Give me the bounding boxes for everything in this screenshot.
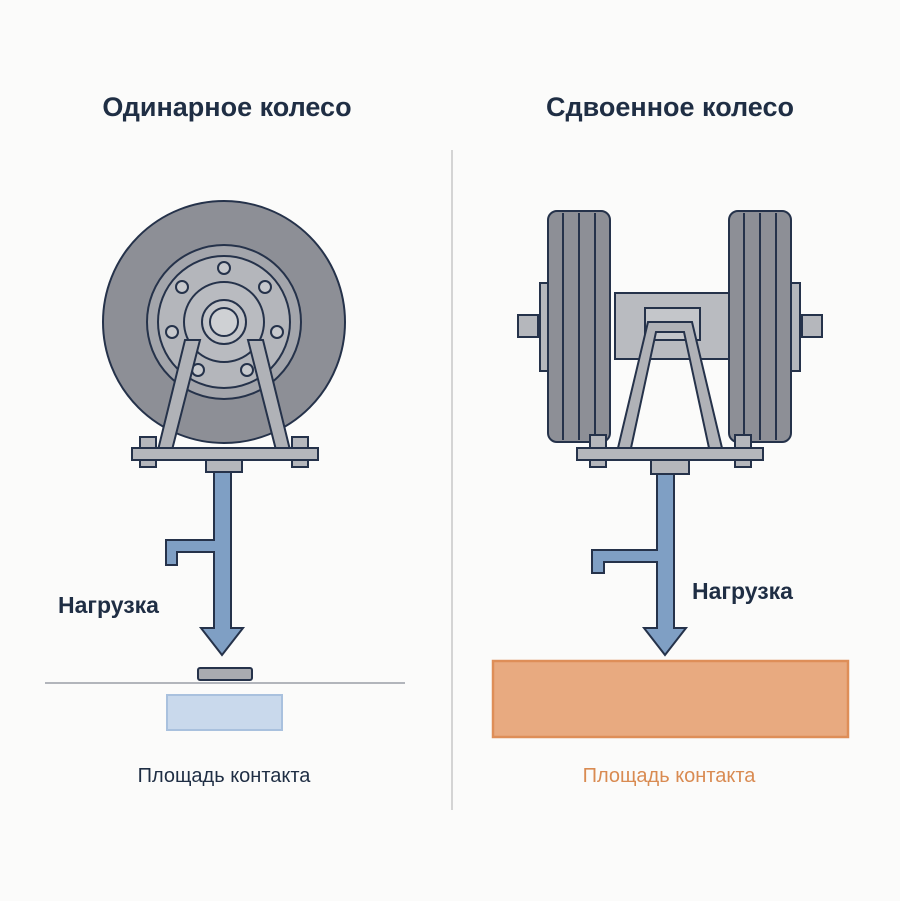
load-arrow-right (591, 473, 689, 657)
contact-label-right: Площадь контакта (582, 765, 756, 787)
dual-wheel (517, 210, 823, 475)
contact-area-left (166, 694, 283, 731)
contact-label-left: Площадь контакта (137, 765, 311, 787)
contact-area-right (491, 659, 850, 739)
load-label-left: Нагрузка (58, 592, 159, 618)
single-wheel (102, 200, 346, 473)
contact-patch-left (197, 667, 253, 681)
load-label-right: Нагрузка (692, 578, 793, 604)
single-wheel-title: Одинарное колесо (102, 92, 352, 122)
dual-wheel-title: Сдвоенное колесо (546, 92, 794, 122)
load-arrow-left (165, 471, 246, 657)
